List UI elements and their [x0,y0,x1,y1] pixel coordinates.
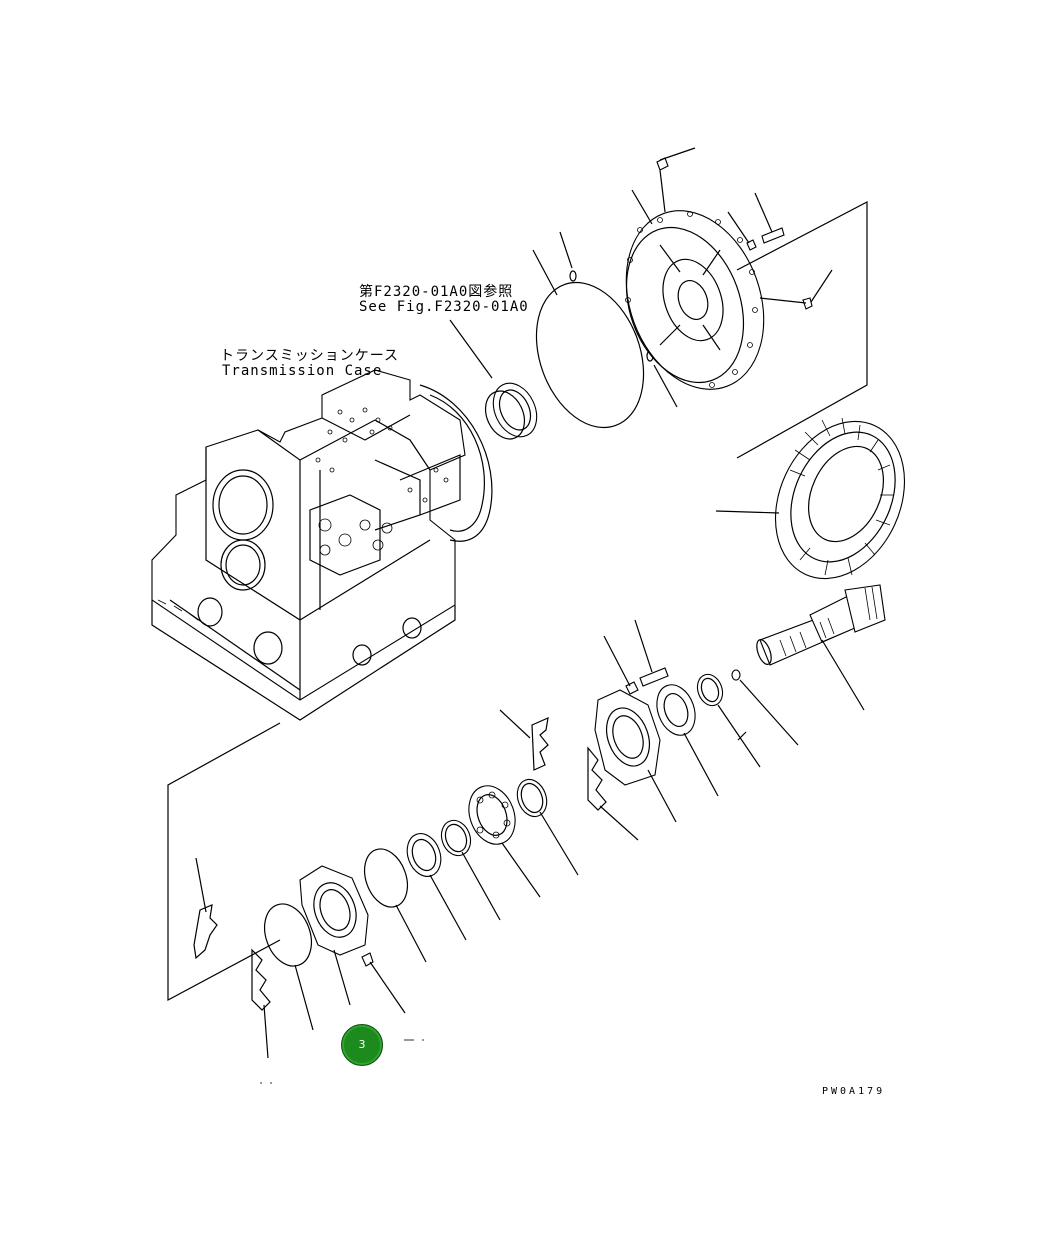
part-callout-number: 3 [358,1038,366,1051]
reference-note-en: See Fig.F2320-01A0 [359,299,529,315]
group-frame-upper [736,201,868,459]
bearing-parts-lower [363,778,579,963]
shims-upper-part [499,709,639,841]
cover-housing-part [625,147,833,390]
retainer-lower-part [264,865,406,1031]
shims-lower-part [193,857,271,1059]
pinion-shaft-part [756,584,886,711]
gasket-part [532,231,678,429]
group-frame-lower [167,722,281,1002]
retainer-upper-part [594,689,677,823]
bevel-gear-part [715,417,906,580]
reference-note-jp: 第F2320-01A0図参照 [359,284,514,300]
transmission-case [151,369,493,721]
part-callout-button[interactable]: 3 [341,1024,383,1066]
case-label-en: Transmission Case [222,363,383,379]
seal-ring-part [449,319,538,440]
case-label-jp: トランスミッションケース [220,348,400,364]
bearing-parts-upper [603,619,799,797]
leader-ticks [260,1039,424,1084]
figure-code: PW0A179 [822,1086,886,1097]
